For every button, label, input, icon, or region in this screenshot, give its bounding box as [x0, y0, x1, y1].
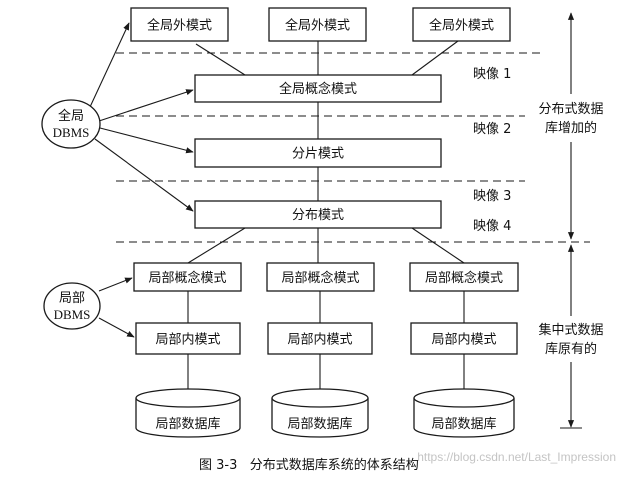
arrow — [99, 127, 194, 154]
local-database-label: 局部数据库 — [287, 416, 352, 432]
local-conceptual-schema-box: 局部概念模式 — [266, 262, 375, 292]
local-internal-schema-box: 局部内模式 — [135, 322, 241, 355]
bracket-top-label-line1: 分布式数据 — [538, 102, 603, 117]
bracket-bottom-label-line1: 集中式数据 — [538, 322, 603, 338]
allocation-schema-label: 分布模式 — [292, 208, 344, 223]
fragmentation-schema-box: 分片模式 — [194, 138, 442, 168]
local-dbms-label-line1: 局部 — [59, 291, 85, 306]
local-database-label: 局部数据库 — [155, 416, 220, 432]
global-external-schema-label: 全局外模式 — [147, 18, 212, 34]
global-external-schema-box: 全局外模式 — [412, 7, 511, 42]
connector — [411, 227, 465, 264]
arrow — [94, 138, 194, 212]
global-dbms-label-line1: 全局 — [58, 108, 84, 124]
mapping-2-label: 映像 2 — [473, 122, 511, 137]
bracket-top-label-line2: 库增加的 — [545, 120, 597, 136]
local-conceptual-schema-box: 局部概念模式 — [409, 262, 519, 292]
local-internal-schema-label: 局部内模式 — [287, 332, 352, 348]
arrow — [98, 89, 194, 122]
connector — [411, 40, 459, 76]
local-internal-schema-box: 局部内模式 — [410, 322, 518, 355]
local-dbms-label-line2: DBMS — [54, 307, 91, 322]
bracket-bottom-label-line2: 库原有的 — [545, 341, 597, 357]
global-external-schema-box: 全局外模式 — [268, 7, 367, 42]
local-conceptual-schema-label: 局部概念模式 — [425, 270, 503, 286]
local-internal-schema-label: 局部内模式 — [431, 332, 496, 348]
watermark-text: https://blog.csdn.net/Last_Impression — [417, 450, 616, 464]
local-database-cylinder: 局部数据库 — [135, 388, 241, 438]
local-database-cylinder: 局部数据库 — [413, 388, 515, 438]
global-external-schema-label: 全局外模式 — [429, 18, 494, 34]
global-dbms-label-line2: DBMS — [53, 125, 90, 140]
local-conceptual-schema-label: 局部概念模式 — [281, 270, 359, 286]
mapping-4-label: 映像 4 — [473, 219, 511, 234]
local-internal-schema-box: 局部内模式 — [267, 322, 373, 355]
global-external-schema-box: 全局外模式 — [130, 7, 229, 42]
arrow — [98, 277, 133, 292]
local-dbms-node: 局部 DBMS — [43, 282, 101, 330]
allocation-schema-box: 分布模式 — [194, 200, 442, 229]
local-conceptual-schema-box: 局部概念模式 — [133, 262, 242, 292]
global-conceptual-schema-label: 全局概念模式 — [279, 81, 357, 97]
connector — [187, 227, 246, 264]
local-conceptual-schema-label: 局部概念模式 — [148, 270, 226, 286]
local-database-label: 局部数据库 — [431, 416, 496, 432]
arrow — [89, 22, 130, 108]
fragmentation-schema-label: 分片模式 — [292, 147, 344, 162]
local-database-cylinder: 局部数据库 — [271, 388, 369, 438]
mapping-3-label: 映像 3 — [473, 189, 511, 204]
figure-caption: 图 3-3 分布式数据库系统的体系结构 — [199, 457, 419, 473]
connector — [195, 43, 246, 76]
arrow — [98, 317, 135, 338]
global-dbms-node: 全局 DBMS — [41, 99, 101, 149]
global-external-schema-label: 全局外模式 — [285, 18, 350, 34]
mapping-1-label: 映像 1 — [473, 67, 511, 82]
local-internal-schema-label: 局部内模式 — [155, 332, 220, 348]
global-conceptual-schema-box: 全局概念模式 — [194, 74, 442, 103]
